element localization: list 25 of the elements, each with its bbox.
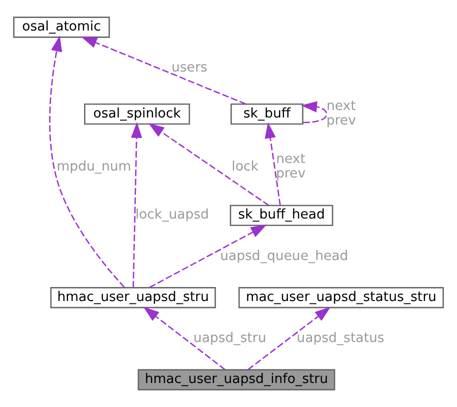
- arrow: [49, 35, 125, 288]
- node-box: mac_user_uapsd_status_stru: [238, 287, 444, 308]
- node-box: osal_atomic: [13, 16, 110, 38]
- node-box: sk_buff: [230, 103, 304, 125]
- node-box: hmac_user_uapsd_stru: [50, 287, 216, 308]
- node-box: sk_buff_head: [230, 204, 334, 226]
- arrow: [301, 101, 328, 124]
- edge-label: uapsd_stru: [193, 330, 266, 346]
- arrow: [149, 224, 267, 288]
- arrow: [81, 36, 246, 105]
- node-box: osal_spinlock: [84, 103, 190, 125]
- edge-label: lock_uapsd: [135, 208, 209, 223]
- edge-label: next prev: [276, 152, 306, 182]
- arrow: [131, 122, 142, 288]
- edge-label: next prev: [326, 99, 356, 129]
- edge-label: uapsd_queue_head: [220, 248, 348, 264]
- arrow: [143, 306, 226, 370]
- edge-label: mpdu_num: [56, 159, 132, 174]
- edge-label: uapsd_status: [296, 330, 384, 346]
- node-box: hmac_user_uapsd_info_stru: [138, 369, 336, 390]
- arrow: [148, 123, 270, 206]
- arrow: [248, 306, 331, 370]
- edge-label: lock: [232, 159, 258, 174]
- edge-label: users: [172, 60, 208, 76]
- arrow: [264, 122, 281, 206]
